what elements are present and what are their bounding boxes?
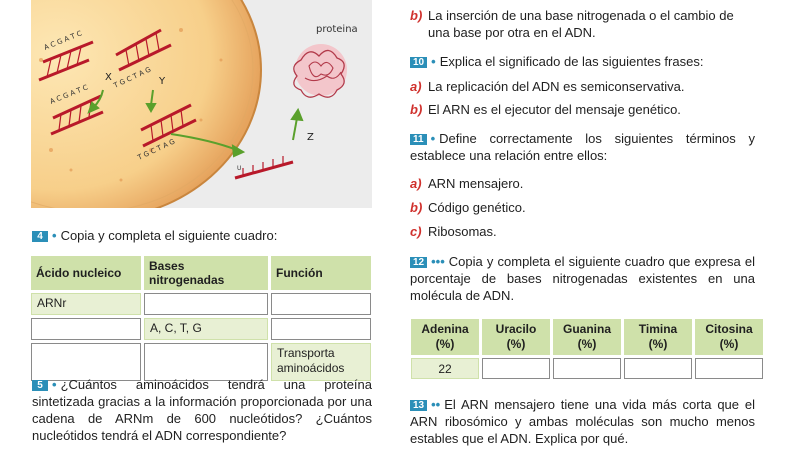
- table-cell: [553, 358, 621, 379]
- difficulty-dots: •••: [431, 254, 445, 269]
- label-proteina: proteina: [316, 24, 358, 35]
- table-cell: A, C, T, G: [144, 318, 268, 340]
- table-cell: [695, 358, 763, 379]
- question-9b: b) La inserción de una base nitrogenada …: [410, 7, 755, 41]
- table-cell: [271, 293, 371, 315]
- item-letter: c): [410, 224, 422, 239]
- table-header: Adenina(%): [411, 319, 479, 355]
- table-cell: [624, 358, 692, 379]
- table-cell: [31, 318, 141, 340]
- item-letter: a): [410, 79, 422, 94]
- list-item: b) El ARN es el ejecutor del mensaje gen…: [410, 101, 755, 118]
- list-item: c) Ribosomas.: [410, 223, 755, 240]
- table-row: Transporta aminoácidos: [31, 343, 371, 381]
- question-13: 13••El ARN mensajero tiene una vida más …: [410, 396, 755, 447]
- item-text: La inserción de una base nitrogenada o e…: [428, 8, 734, 40]
- item-text: La replicación del ADN es semiconservati…: [428, 79, 685, 94]
- question-text: El ARN mensajero tiene una vida más cort…: [410, 397, 755, 446]
- table-header: Uracilo(%): [482, 319, 550, 355]
- item-letter: b): [410, 102, 423, 117]
- table-header: Ácido nucleico: [31, 256, 141, 290]
- table-header: Timina(%): [624, 319, 692, 355]
- difficulty-dots: •: [52, 228, 57, 243]
- item-letter: b): [410, 8, 423, 23]
- question-text: Explica el significado de las siguientes…: [439, 54, 704, 69]
- question-number: 12: [410, 257, 428, 268]
- table-row: 22: [411, 358, 763, 379]
- table-cell: ARNr: [31, 293, 141, 315]
- rna-sequence: U: [237, 165, 241, 172]
- question-text: ¿Cuántos aminoácidos tendrá una proteína…: [32, 377, 372, 443]
- question-5: 5 •¿Cuántos aminoácidos tendrá una proteí…: [32, 376, 372, 444]
- item-letter: a): [410, 176, 422, 191]
- list-item: a) La replicación del ADN es semiconserv…: [410, 78, 755, 95]
- question-number: 5: [32, 380, 48, 391]
- question-4: 4 •Copia y completa el siguiente cuadro:: [32, 227, 372, 244]
- table-cell: [144, 343, 268, 381]
- table-header: Función: [271, 256, 371, 290]
- bases-percentage-table: Adenina(%) Uracilo(%) Guanina(%) Timina(…: [408, 316, 766, 382]
- list-item: b) Código genético.: [410, 199, 755, 216]
- question-number: 11: [410, 134, 427, 145]
- list-item: a) ARN mensajero.: [410, 175, 755, 192]
- label-x: X: [105, 72, 112, 83]
- table-cell: [144, 293, 268, 315]
- table-header: Guanina(%): [553, 319, 621, 355]
- table-cell: [271, 318, 371, 340]
- difficulty-dots: •: [430, 131, 436, 146]
- cell-drawing: A C G A T C T G C T A G A C G A T C T G …: [31, 0, 358, 208]
- label-y: Y: [158, 76, 166, 87]
- item-text: ARN mensajero.: [428, 176, 524, 191]
- table-cell: Transporta aminoácidos: [271, 343, 371, 381]
- question-10: 10•Explica el significado de las siguien…: [410, 53, 755, 70]
- question-number: 4: [32, 231, 48, 242]
- table-header: Citosina(%): [695, 319, 763, 355]
- difficulty-dots: ••: [431, 397, 441, 412]
- item-letter: b): [410, 200, 423, 215]
- table-cell: 22: [411, 358, 479, 379]
- table-header: Bases nitrogenadas: [144, 256, 268, 290]
- label-z: Z: [307, 132, 314, 143]
- table-row: A, C, T, G: [31, 318, 371, 340]
- item-text: El ARN es el ejecutor del mensaje genéti…: [428, 102, 681, 117]
- difficulty-dots: •: [52, 377, 57, 392]
- question-11: 11•Define correctamente los siguientes t…: [410, 130, 755, 164]
- question-number: 10: [410, 57, 428, 68]
- table-cell: [31, 343, 141, 381]
- nucleic-acid-table: Ácido nucleico Bases nitrogenadas Funció…: [28, 253, 374, 384]
- question-12: 12•••Copia y completa el siguiente cuadr…: [410, 253, 755, 304]
- question-text: Copia y completa el siguiente cuadro:: [60, 228, 278, 243]
- question-text: Define correctamente los siguientes térm…: [410, 131, 755, 163]
- table-row: ARNr: [31, 293, 371, 315]
- cell-illustration: A C G A T C T G C T A G A C G A T C T G …: [31, 0, 372, 208]
- item-text: Código genético.: [428, 200, 526, 215]
- item-text: Ribosomas.: [428, 224, 497, 239]
- protein-blob: [293, 44, 347, 98]
- difficulty-dots: •: [431, 54, 436, 69]
- question-number: 13: [410, 400, 428, 411]
- table-cell: [482, 358, 550, 379]
- question-text: Copia y completa el siguiente cuadro que…: [410, 254, 755, 303]
